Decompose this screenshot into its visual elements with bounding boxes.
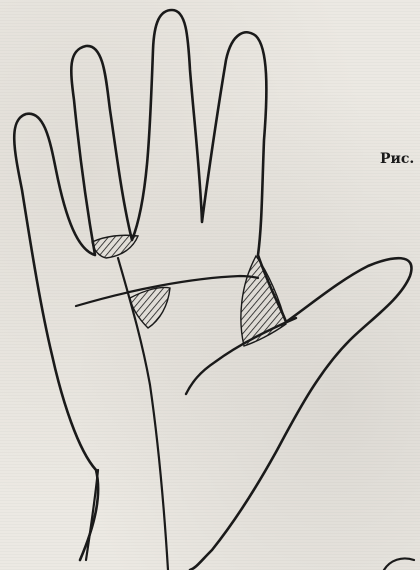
next-figure-fragment (384, 558, 414, 570)
hatched-area-thumb-mount (241, 256, 286, 346)
hand-outline (14, 10, 411, 570)
figure-caption: Рис. (380, 151, 414, 167)
hatched-area-finger-base (92, 235, 138, 258)
